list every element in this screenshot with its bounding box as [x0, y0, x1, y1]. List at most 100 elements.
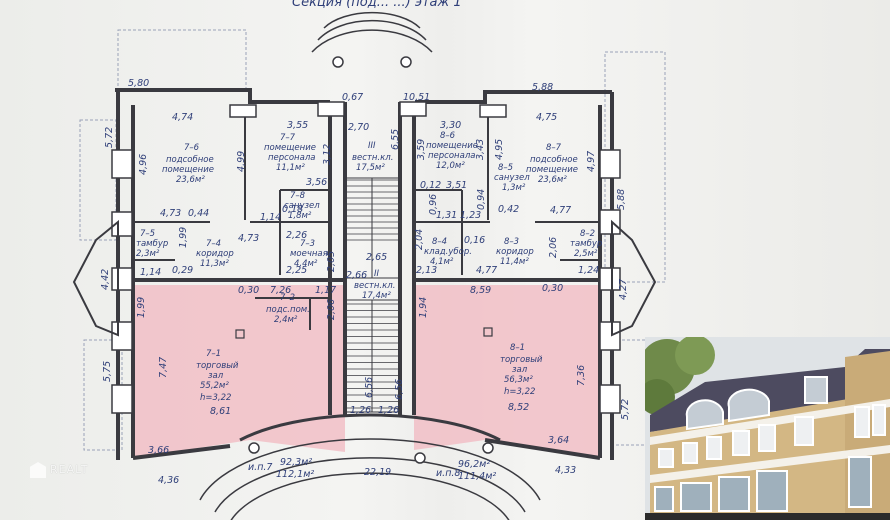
dim-2-66: 2,66: [346, 270, 367, 281]
room-7-7-name1: помещение: [264, 143, 316, 153]
dim-7-26: 7,26: [270, 285, 291, 296]
bay-right: [611, 219, 657, 337]
dim-0-30a: 0,30: [238, 285, 259, 296]
room-7-4-num: 7–4: [206, 239, 221, 249]
dim-4-77b: 4,77: [476, 265, 497, 276]
dim-4-36: 4,36: [158, 475, 179, 486]
dim-6-55: 6,55: [390, 129, 401, 150]
total-right-area2: 111,4м²: [458, 471, 496, 482]
dim-4-99: 4,99: [236, 151, 247, 172]
dim-3-30: 3,30: [440, 120, 461, 131]
room-8-5-area: 1,3м²: [502, 183, 526, 193]
dim-1-31: 1,31: [436, 210, 457, 221]
room-7-6-num: 7–6: [184, 143, 200, 153]
dim-4-33: 4,33: [555, 465, 576, 476]
dim-4-42: 4,42: [100, 269, 111, 290]
room-8-1-num: 8–1: [510, 343, 525, 353]
dim-6-56b: 6,56: [394, 379, 405, 400]
total-right-area1: 96,2м²: [458, 459, 490, 470]
dim-10-51: 10,51: [403, 92, 430, 103]
dim-2-06: 2,06: [548, 237, 559, 258]
dim-3-64: 3,64: [548, 435, 569, 446]
room-7-6-area: 23,6м²: [176, 175, 205, 185]
room-7-2-num: 7–2: [280, 293, 295, 303]
room-7-5-num: 7–5: [140, 229, 155, 239]
room-8-1-area: 56,3м²: [504, 375, 533, 385]
room-7-6-name2: помещение: [162, 165, 214, 175]
room-8-1-height: h=3,22: [504, 387, 535, 397]
dim-1-94: 1,94: [418, 297, 429, 318]
room-7-7-num: 7–7: [280, 133, 296, 143]
dim-6-56a: 6,56: [364, 377, 375, 398]
room-7-7-area: 11,1м²: [276, 163, 305, 173]
dim-2-13: 2,13: [416, 265, 437, 276]
dim-1-17: 1,17: [315, 285, 336, 296]
room-7-4-area: 11,3м²: [200, 259, 229, 269]
dim-0-12: 0,12: [420, 180, 441, 191]
room-7-4-name1: коридор: [196, 249, 234, 259]
room-III-name1: вестн.кл.: [352, 153, 393, 163]
dim-0-96: 0,96: [428, 194, 439, 215]
dim-1-26: 1,26: [350, 405, 371, 416]
room-8-4-area: 4,1м²: [430, 257, 454, 267]
room-7-1-name2: зал: [208, 371, 224, 381]
dim-5-72-left: 5,72: [104, 127, 115, 148]
room-8-6-name1: помещение: [426, 141, 478, 151]
dim-2-25: 2,25: [286, 265, 307, 276]
dim-4-96: 4,96: [138, 154, 149, 175]
room-7-5-area: 2,3м²: [136, 249, 160, 259]
dim-8-52: 8,52: [508, 402, 529, 413]
dim-1-24: 1,24: [578, 265, 599, 276]
dim-8-59: 8,59: [470, 285, 491, 296]
room-8-2-area: 2,5м²: [574, 249, 598, 259]
unit-totals: и.п.7 92,3м² 112,1м² и.п.8 96,2м² 111,4м…: [248, 457, 496, 482]
partitions: [133, 108, 600, 330]
room-8-7-area: 23,6м²: [538, 175, 567, 185]
dim-0-18: 0,18: [282, 204, 303, 215]
dim-5-75: 5,75: [102, 361, 113, 382]
dim-4-75: 4,75: [536, 112, 557, 123]
building-photo: [645, 337, 890, 520]
room-8-2-name1: тамбур: [570, 239, 602, 249]
room-7-8-name1: санузел: [284, 201, 320, 211]
watermark: REALT: [30, 462, 88, 478]
room-III-num: III: [368, 141, 376, 151]
realt-logo-icon: [30, 462, 46, 478]
dim-0-30b: 0,30: [542, 283, 563, 294]
dim-4-73b: 4,73: [238, 233, 259, 244]
room-II-name1: вестн.кл.: [354, 281, 395, 291]
room-8-3-area: 11,4м²: [500, 257, 529, 267]
dim-0-16: 0,16: [464, 235, 485, 246]
room-8-6-num: 8–6: [440, 131, 456, 141]
room-7-3-num: 7–3: [300, 239, 315, 249]
dim-2-04: 2,04: [414, 229, 425, 250]
room-8-7-num: 8–7: [546, 143, 562, 153]
dim-2-06b: 2,06: [326, 299, 337, 320]
dim-7-36: 7,36: [576, 365, 587, 386]
dim-4-73: 4,73: [160, 208, 181, 219]
room-7-1-area: 55,2м²: [200, 381, 229, 391]
room-8-7-name2: помещение: [526, 165, 578, 175]
dim-4-27: 4,27: [618, 279, 629, 300]
dim-right-top: 5,88: [532, 82, 553, 93]
entrance-arcs: [199, 11, 541, 520]
highlight-hall-8-1: [414, 285, 600, 458]
highlight-hall-7-1: [133, 285, 345, 458]
dim-4-97: 4,97: [586, 151, 597, 172]
room-7-1-num: 7–1: [206, 349, 221, 359]
room-8-6-name2: персонала: [428, 151, 475, 161]
columns: [248, 56, 494, 464]
total-left-label: и.п.7: [248, 462, 272, 473]
dim-3-43: 3,43: [475, 139, 486, 160]
room-8-5-num: 8–5: [498, 163, 513, 173]
plan-title: Секция (под... ...) этаж 1: [292, 0, 462, 10]
room-II-area: 17,4м²: [362, 291, 391, 301]
dim-2-05: 2,05: [326, 251, 337, 272]
watermark-text: REALT: [50, 463, 89, 476]
room-8-4-name1: клад.убор.: [424, 247, 472, 257]
dim-0-67: 0,67: [342, 92, 363, 103]
room-III-area: 17,5м²: [356, 163, 385, 173]
dim-5-88-side: 5,88: [616, 189, 627, 210]
